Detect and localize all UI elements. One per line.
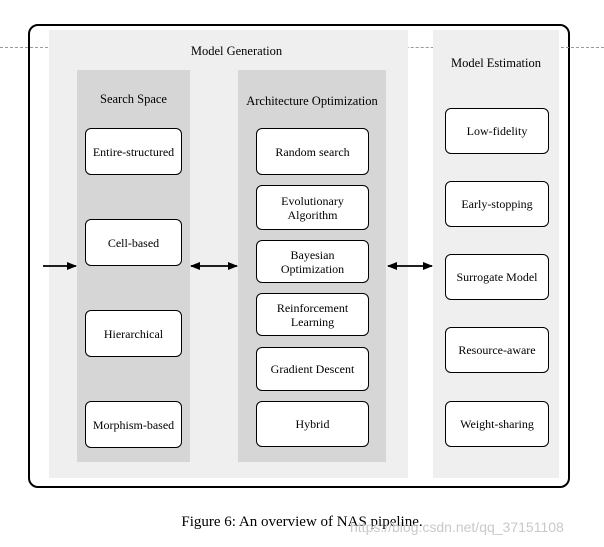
architecture-optimization-title: Architecture Optimization [246,94,378,108]
model-generation-title: Model Generation [190,44,283,58]
watermark-text: https://blog.csdn.net/qq_37151108 [350,519,564,535]
arch-opt-item-random-search: Random search [256,128,369,175]
arch-opt-item-gradient-descent: Gradient Descent [256,347,369,391]
search-space-item-cell-based: Cell-based [85,219,182,266]
model-estimation-item-low-fidelity: Low-fidelity [445,108,549,154]
model-estimation-title: Model Estimation [451,56,541,70]
arch-opt-item-bayesian-optimization: Bayesian Optimization [256,240,369,283]
model-estimation-item-resource-aware: Resource-aware [445,327,549,373]
model-estimation-item-surrogate-model: Surrogate Model [445,254,549,300]
search-space-item-morphism-based: Morphism-based [85,401,182,448]
search-space-title: Search Space [100,92,167,106]
model-estimation-item-weight-sharing: Weight-sharing [445,401,549,447]
arch-opt-item-hybrid: Hybrid [256,401,369,447]
arch-opt-item-reinforcement-learning: Reinforcement Learning [256,293,369,336]
model-estimation-item-early-stopping: Early-stopping [445,181,549,227]
search-space-item-entire-structured: Entire-structured [85,128,182,175]
search-space-item-hierarchical: Hierarchical [85,310,182,357]
arch-opt-item-evolutionary-algorithm: Evolutionary Algorithm [256,185,369,230]
figure-caption: Figure 6: An overview of NAS pipeline. [181,514,423,530]
